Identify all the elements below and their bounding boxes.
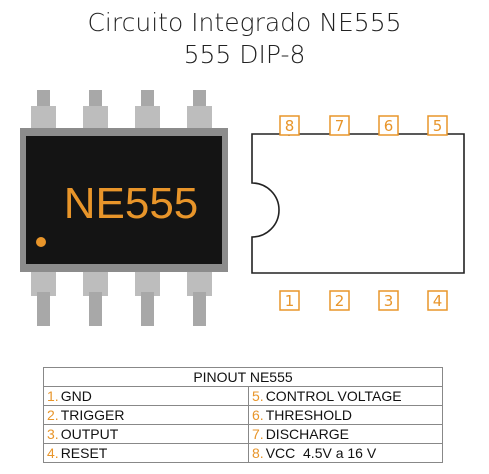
- pinout-cell: 5.CONTROL VOLTAGE: [248, 386, 443, 406]
- schematic-pin-4: 4: [427, 290, 448, 311]
- pinout-table: PINOUT NE555 1.GND 5.CONTROL VOLTAGE 2.T…: [43, 367, 443, 463]
- title-line-1: Circuito Integrado NE555: [87, 8, 402, 37]
- chip-top-pins: [31, 90, 212, 132]
- pin-number: 8.: [252, 445, 264, 461]
- pin-function: OUTPUT: [60, 426, 119, 442]
- pin-function: GND: [60, 388, 92, 404]
- pinout-row: 1.GND 5.CONTROL VOLTAGE: [43, 386, 443, 406]
- pinout-cell: 6.THRESHOLD: [248, 405, 443, 425]
- schematic-pin-label: 8: [285, 117, 295, 135]
- pinout-row: 4.RESET 8.VCC 4.5V a 16 V: [43, 443, 443, 463]
- pin-number: 1.: [47, 388, 59, 404]
- schematic-pin-5: 5: [427, 115, 448, 136]
- schematic-pin-label: 7: [335, 117, 345, 135]
- pinout-cell: 2.TRIGGER: [43, 405, 249, 425]
- title-line-2: 555 DIP-8: [183, 40, 306, 69]
- pin-function: DISCHARGE: [265, 426, 349, 442]
- pinout-row: 2.TRIGGER 6.THRESHOLD: [43, 405, 443, 425]
- pin-number: 7.: [252, 426, 264, 442]
- chip-pin: [135, 90, 160, 132]
- pinout-cell: 1.GND: [43, 386, 249, 406]
- schematic-pin-7: 7: [329, 115, 350, 136]
- schematic-pin-label: 6: [384, 117, 394, 135]
- pinout-cell: 8.VCC 4.5V a 16 V: [248, 443, 443, 463]
- pinout-row: 3.OUTPUT 7.DISCHARGE: [43, 424, 443, 444]
- schematic-pin-label: 1: [285, 292, 295, 310]
- schematic-pin-label: 5: [433, 117, 443, 135]
- pin-number: 3.: [47, 426, 59, 442]
- schematic-pin-6: 6: [378, 115, 399, 136]
- pin-number: 5.: [252, 388, 264, 404]
- pinout-header-row: PINOUT NE555: [43, 367, 443, 387]
- pinout-cell: 7.DISCHARGE: [248, 424, 443, 444]
- schematic-pin-label: 4: [433, 292, 443, 310]
- chip-body: [26, 136, 222, 264]
- pin-function: CONTROL VOLTAGE: [265, 388, 402, 404]
- pin-function: VCC 4.5V a 16 V: [265, 445, 377, 461]
- chip-pin: [83, 90, 108, 132]
- schematic-pin-3: 3: [378, 290, 399, 311]
- pin-function: TRIGGER: [60, 407, 125, 423]
- schematic-diagram: 8 7 6 5 1 2 3 4: [251, 115, 465, 311]
- chip-pin: [31, 90, 56, 132]
- chip-pin: [31, 270, 56, 326]
- chip-marking: NE555: [64, 179, 199, 228]
- chip-pin: [135, 270, 160, 326]
- chip-bottom-pins: [31, 270, 212, 326]
- schematic-pin-8: 8: [279, 115, 300, 136]
- pinout-header: PINOUT NE555: [43, 367, 443, 387]
- chip-pin: [187, 270, 212, 326]
- pin-number: 2.: [47, 407, 59, 423]
- pinout-cell: 4.RESET: [43, 443, 249, 463]
- pin-function: THRESHOLD: [265, 407, 353, 423]
- schematic-pin-label: 2: [335, 292, 345, 310]
- chip-pin: [83, 270, 108, 326]
- pin-number: 6.: [252, 407, 264, 423]
- schematic-body: [251, 133, 465, 274]
- pin-function: RESET: [60, 445, 108, 461]
- schematic-pin-1: 1: [279, 290, 300, 311]
- schematic-pin-label: 3: [384, 292, 394, 310]
- chip-pin: [187, 90, 212, 132]
- pinout-cell: 3.OUTPUT: [43, 424, 249, 444]
- schematic-pin-2: 2: [329, 290, 350, 311]
- chip-illustration: NE555 8 7 6 5 1 2: [20, 90, 465, 326]
- pin1-dot: [36, 237, 46, 247]
- pin-number: 4.: [47, 445, 59, 461]
